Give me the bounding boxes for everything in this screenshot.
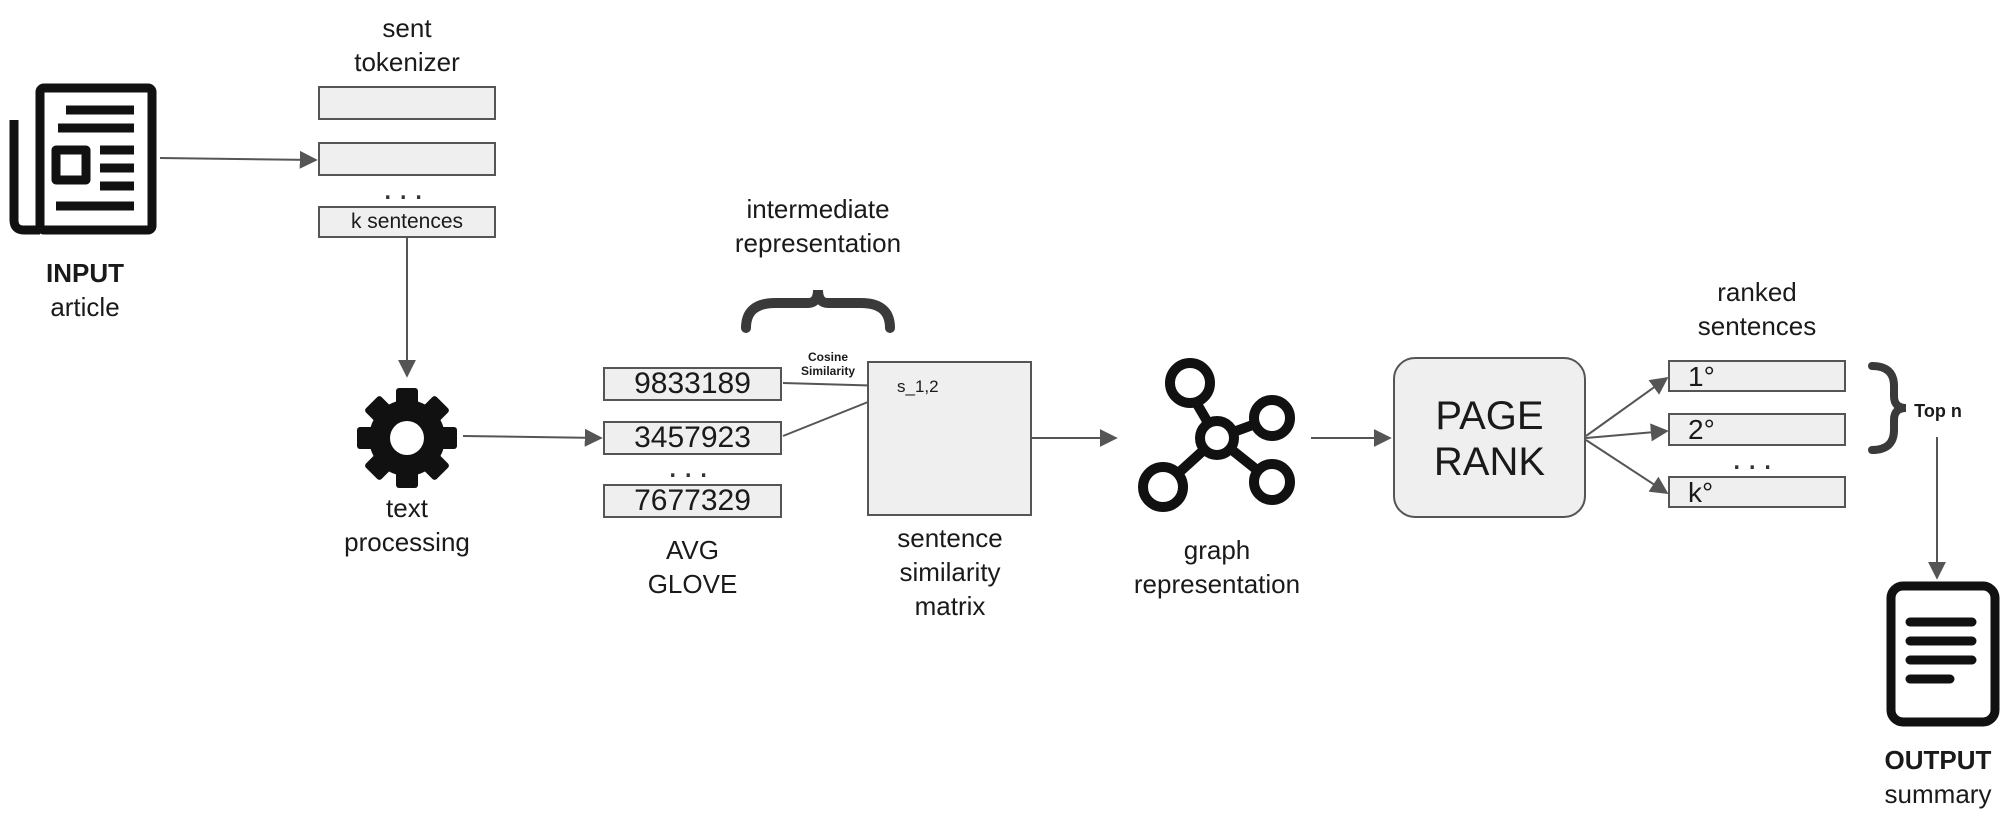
- graph-label: graph representation: [1112, 533, 1322, 601]
- ranked-label: ranked sentences: [1668, 275, 1846, 343]
- top-n-brace: [1868, 362, 1907, 454]
- pagerank-line2: RANK: [1433, 440, 1546, 484]
- vectors-ellipsis: ...: [668, 447, 715, 485]
- similarity-matrix-label: sentence similarity matrix: [870, 521, 1030, 623]
- tokenizer-label-line2: tokenizer: [354, 47, 460, 77]
- ranked-ellipsis: ...: [1732, 439, 1779, 477]
- graph-label-line1: graph: [1183, 535, 1251, 565]
- avg-glove-label: AVG GLOVE: [603, 533, 782, 601]
- newspaper-icon: [9, 83, 157, 235]
- output-label: OUTPUT summary: [1876, 743, 2000, 811]
- ranked-item-1: 1°: [1668, 360, 1846, 392]
- ranked-item-2: 2°: [1668, 413, 1846, 446]
- processing-label: text processing: [327, 491, 487, 559]
- pagerank-line1: PAGE: [1435, 394, 1544, 438]
- processing-label-line1: text: [386, 493, 428, 523]
- tokenizer-label-line1: sent: [382, 13, 432, 43]
- avg-glove-line1: AVG: [666, 535, 719, 565]
- top-n-label: Top n: [1914, 401, 1962, 421]
- gear-icon: [357, 388, 457, 488]
- matrix-cell-s12: s_1,2: [897, 377, 939, 396]
- ranked-label-line2: sentences: [1697, 311, 1817, 341]
- input-title: INPUT: [46, 258, 124, 288]
- sentence-box-1: [318, 86, 496, 120]
- cosine-similarity-label: Cosine Similarity: [790, 350, 866, 378]
- processing-label-line2: processing: [344, 527, 470, 557]
- intermediate-brace: [741, 289, 895, 333]
- k-sentences-box: k sentences: [318, 206, 496, 238]
- vector-box-2: 3457923: [603, 421, 782, 455]
- avg-glove-line2: GLOVE: [647, 569, 738, 599]
- intermediate-label-line2: representation: [734, 228, 902, 258]
- input-label: INPUT article: [30, 256, 140, 324]
- vector-box-1: 9833189: [603, 367, 782, 401]
- similarity-matrix: s_1,2: [867, 361, 1032, 516]
- similarity-label-line2: similarity: [899, 557, 1001, 587]
- output-title: OUTPUT: [1884, 745, 1992, 775]
- similarity-label-line3: matrix: [914, 591, 986, 621]
- cosine-line2: Similarity: [800, 364, 856, 378]
- graph-icon: [1138, 358, 1295, 512]
- similarity-label-line1: sentence: [897, 523, 1003, 553]
- output-subtitle: summary: [1884, 779, 1992, 809]
- intermediate-label: intermediate representation: [716, 192, 920, 260]
- graph-label-line2: representation: [1133, 569, 1301, 599]
- vector-box-3: 7677329: [603, 484, 782, 518]
- tokenizer-ellipsis: ...: [383, 169, 430, 207]
- ranked-item-k: k°: [1668, 476, 1846, 508]
- pagerank-box: PAGE RANK: [1393, 357, 1586, 518]
- ranked-label-line1: ranked: [1717, 277, 1797, 307]
- sentence-box-2: [318, 142, 496, 176]
- document-icon: [1886, 581, 2000, 727]
- cosine-line1: Cosine: [807, 350, 848, 364]
- intermediate-label-line1: intermediate: [746, 194, 890, 224]
- tokenizer-label: sent tokenizer: [318, 11, 496, 79]
- input-subtitle: article: [50, 292, 120, 322]
